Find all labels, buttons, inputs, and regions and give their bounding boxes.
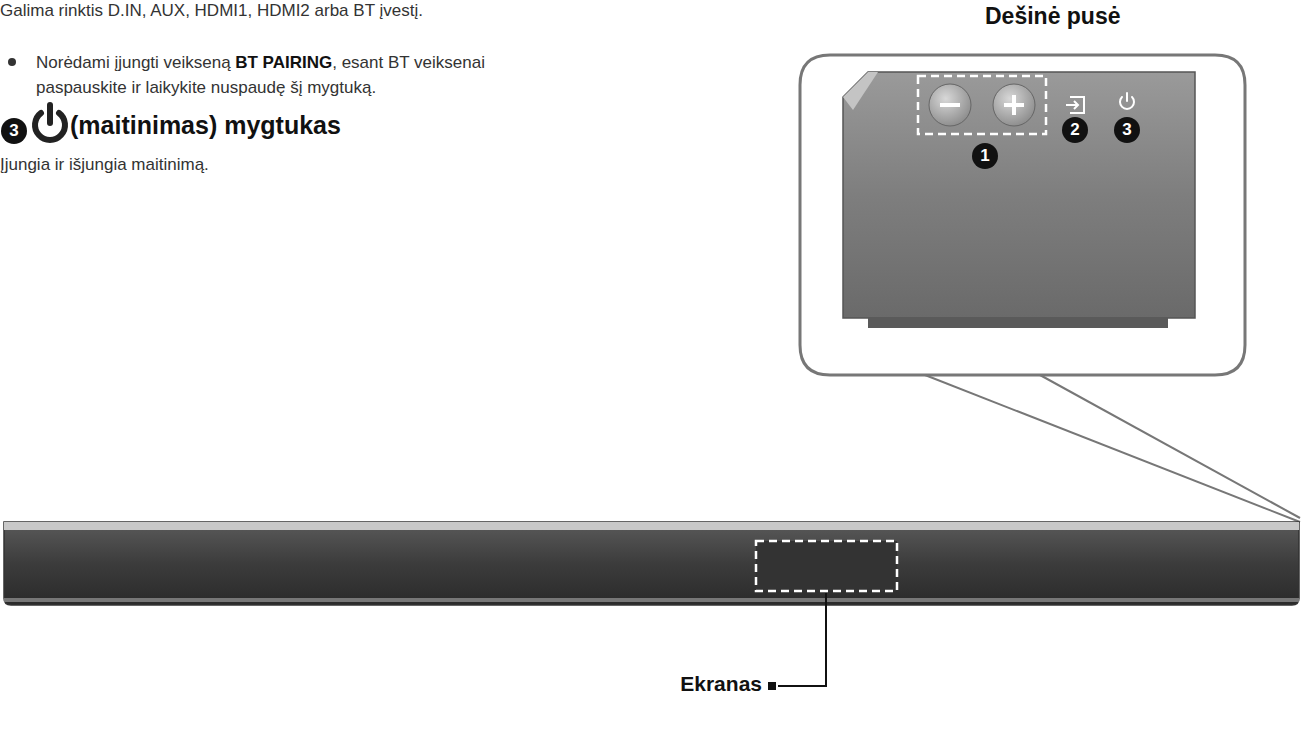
soundbar-body xyxy=(4,522,1299,605)
side-panel xyxy=(843,72,1195,318)
leader-square xyxy=(768,682,776,690)
display-outline xyxy=(756,541,897,591)
panel-title: Dešinė pusė xyxy=(985,3,1121,30)
soundbar-bottom-trim xyxy=(4,598,1299,602)
bullet xyxy=(8,58,16,66)
button-group-outline xyxy=(918,76,1046,134)
bullet-text: Norėdami įjungti veiksenąBT PAIRING, esa… xyxy=(36,50,556,100)
section-heading: (maitinimas) mygtukas xyxy=(70,111,341,140)
part-name: Ekranas xyxy=(680,672,762,696)
plus-button xyxy=(993,84,1035,126)
zoom-leader xyxy=(925,375,1300,522)
plus-sign xyxy=(1012,95,1016,115)
description-text: Įjungia ir išjungia maitinimą. xyxy=(0,155,209,175)
callout-number: 3 xyxy=(1114,117,1140,143)
callout-number: 2 xyxy=(1062,117,1088,143)
minus-sign xyxy=(940,103,960,107)
mode-name: BT PAIRING xyxy=(235,53,332,72)
minus-button xyxy=(929,84,971,126)
panel-foot xyxy=(868,318,1168,328)
zoom-frame xyxy=(800,55,1245,375)
power-icon xyxy=(35,105,65,140)
callout-number: 1 xyxy=(972,143,998,169)
intro-text: Galima rinktis D.IN, AUX, HDMI1, HDMI2 a… xyxy=(0,1,423,21)
instruction-text: Norėdami įjungti veikseną xyxy=(36,53,231,72)
power-button-icon xyxy=(1120,93,1134,109)
soundbar-top-trim xyxy=(4,522,1299,530)
display-leader xyxy=(778,593,826,686)
callout-number: 3 xyxy=(1,118,27,144)
panel-bevel xyxy=(843,72,878,110)
source-icon xyxy=(1066,97,1084,113)
zoom-leader xyxy=(1040,375,1300,518)
